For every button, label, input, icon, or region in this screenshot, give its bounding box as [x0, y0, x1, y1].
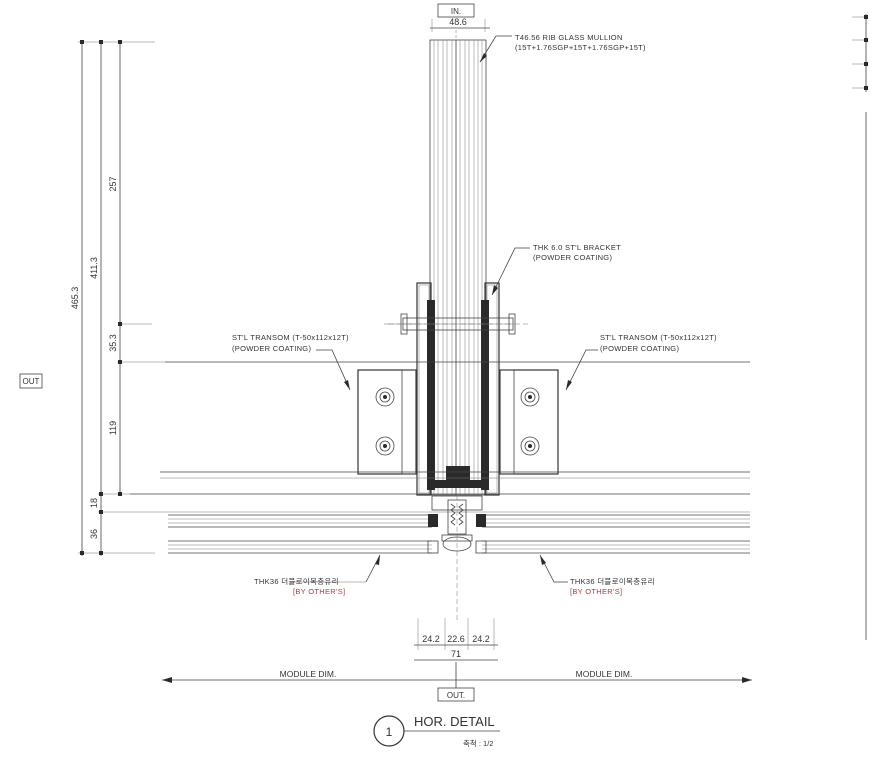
- transom-right-note: ST'L TRANSOM (T-50x112x12T) (POWDER COAT…: [565, 333, 717, 391]
- dim-seg-b: 35.3: [108, 334, 118, 352]
- in-tag: IN.: [437, 3, 475, 18]
- dim-bottom-total: 71: [451, 649, 461, 659]
- vertical-dimensions: 465.3 411.3 257 35.3 119 18 36: [70, 40, 165, 556]
- bracket-note: THK 6.0 ST'L BRACKET (POWDER COATING): [491, 243, 621, 296]
- top-width-dimension: 48.6: [430, 17, 490, 32]
- transom-right-title: ST'L TRANSOM (T-50x112x12T): [600, 333, 717, 342]
- transom-left: [357, 369, 417, 475]
- right-edge-markers: [852, 14, 868, 640]
- transom-right: [499, 369, 559, 475]
- transom-lines: [120, 323, 750, 513]
- top-width-value: 48.6: [449, 17, 467, 27]
- mullion-spec: (15T+1.76SGP+15T+1.76SGP+15T): [515, 43, 646, 52]
- glass-right-note: THK36 더블로이복층유리 [BY OTHER'S]: [539, 554, 655, 596]
- out-bottom-tag: OUT.: [437, 687, 475, 702]
- dim-sub-total: 411.3: [89, 257, 99, 279]
- out-left-tag: OUT: [19, 373, 43, 389]
- dim-bottom-c: 24.2: [472, 634, 490, 644]
- out-left-text: OUT: [23, 377, 40, 386]
- dim-seg-c: 119: [108, 421, 118, 435]
- out-bottom-text: OUT.: [447, 691, 465, 700]
- glass-left-note: THK36 더블로이복층유리 [BY OTHER'S]: [254, 554, 381, 596]
- in-tag-text: IN.: [451, 7, 461, 16]
- glazing-left: [168, 514, 432, 554]
- dim-overall: 465.3: [70, 287, 80, 310]
- steel-bracket: [388, 282, 528, 496]
- dim-seg-a: 257: [108, 176, 118, 191]
- glass-right-by: [BY OTHER'S]: [570, 587, 622, 596]
- bracket-title: THK 6.0 ST'L BRACKET: [533, 243, 621, 252]
- bottom-dimensions: 24.2 22.6 24.2 71: [414, 618, 498, 661]
- module-left: MODULE DIM.: [280, 669, 337, 679]
- mullion-title: T46.56 RIB GLASS MULLION: [515, 33, 623, 42]
- dim-seg-d: 18: [89, 498, 99, 508]
- bracket-spec: (POWDER COATING): [533, 253, 612, 262]
- transom-left-note: ST'L TRANSOM (T-50x112x12T) (POWDER COAT…: [232, 333, 351, 391]
- transom-left-spec: (POWDER COATING): [232, 344, 311, 353]
- joint-clamp: [427, 495, 487, 620]
- module-dimension: MODULE DIM. MODULE DIM.: [162, 662, 752, 688]
- dim-bottom-b: 22.6: [447, 634, 465, 644]
- title-scale: 축척 : 1/2: [463, 739, 493, 748]
- mullion-note: T46.56 RIB GLASS MULLION (15T+1.76SGP+15…: [479, 33, 646, 63]
- title-number: 1: [386, 725, 393, 739]
- module-right: MODULE DIM.: [576, 669, 633, 679]
- dim-seg-e: 36: [89, 529, 99, 539]
- transom-right-spec: (POWDER COATING): [600, 344, 679, 353]
- dim-bottom-a: 24.2: [422, 634, 440, 644]
- glass-left-by: [BY OTHER'S]: [293, 587, 345, 596]
- glass-right-title: THK36 더블로이복층유리: [570, 576, 655, 586]
- glass-left-title: THK36 더블로이복층유리: [254, 576, 339, 586]
- title-text: HOR. DETAIL: [414, 714, 495, 729]
- rib-glass-mullion: [429, 30, 487, 496]
- transom-left-title: ST'L TRANSOM (T-50x112x12T): [232, 333, 349, 342]
- glazing-right: [482, 514, 750, 554]
- title-block: 1 HOR. DETAIL 축척 : 1/2: [373, 714, 500, 748]
